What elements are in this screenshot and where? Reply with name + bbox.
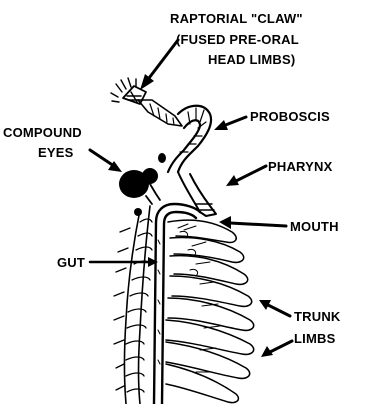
mouth-arrow xyxy=(230,223,286,226)
limbs-arrow xyxy=(270,341,292,352)
proboscis-arrowhead xyxy=(214,120,228,130)
claw-label-line3: HEAD LIMBS) xyxy=(208,52,295,67)
compound-eyes-label-line2: EYES xyxy=(38,145,74,160)
pharynx-arrow xyxy=(236,166,266,181)
compound-eyes xyxy=(119,153,166,216)
claw-arrow xyxy=(146,40,178,82)
trunk-limbs-label-line1: TRUNK xyxy=(294,309,341,324)
compound-eyes-label-line1: COMPOUND xyxy=(3,125,82,140)
pharynx-label: PHARYNX xyxy=(268,159,333,174)
gut-label: GUT xyxy=(57,255,85,270)
proboscis-label: PROBOSCIS xyxy=(250,109,330,124)
trunk-limbs xyxy=(166,220,254,402)
trunk-arrow xyxy=(268,305,290,316)
gut-tube xyxy=(154,204,200,404)
trunk-body xyxy=(114,206,152,404)
claw-label-line2: (FUSED PRE-ORAL xyxy=(176,32,299,47)
proboscis-arrow xyxy=(223,117,246,126)
mouth-label: MOUTH xyxy=(290,219,339,234)
eyes-arrow xyxy=(90,150,114,166)
trunk-limbs-label-line2: LIMBS xyxy=(294,331,336,346)
claw-label-line1: RAPTORIAL "CLAW" xyxy=(170,11,303,26)
